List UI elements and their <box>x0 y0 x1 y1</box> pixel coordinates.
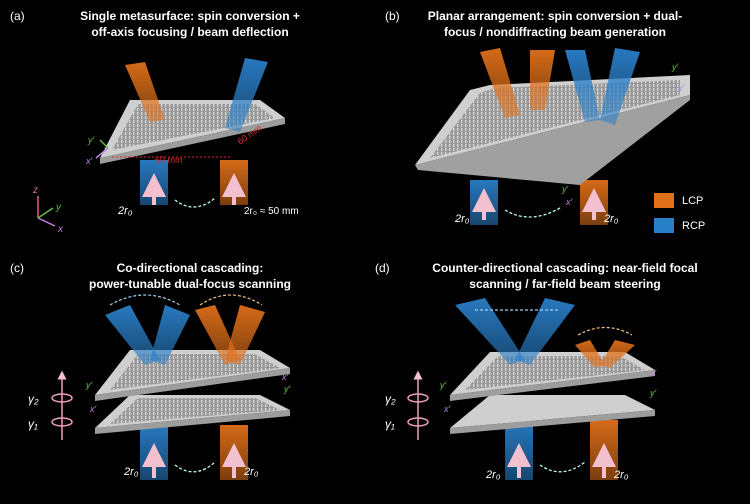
panel-title: Planar arrangement: spin conversion + du… <box>428 9 682 23</box>
svg-text:x: x <box>57 224 64 235</box>
panel-d: (d) Counter-directional cascading: near-… <box>375 261 698 481</box>
metasurface-edge <box>415 95 690 185</box>
prime-y-label-2: y′ <box>561 184 569 194</box>
spin-conversion-arrow <box>504 207 561 218</box>
beam-radius-label-2: 2r₀ <box>603 213 619 225</box>
output-beam-lcp-1 <box>480 48 520 118</box>
panel-label: (a) <box>10 9 25 23</box>
panel-subtitle: power-tunable dual-focus scanning <box>89 277 291 291</box>
gamma1-label: γ₁ <box>28 417 38 431</box>
output-beam-rcp-2 <box>600 48 640 125</box>
local-axis-y <box>99 139 109 149</box>
legend-label-rcp: RCP <box>682 220 705 232</box>
prime-y-label: y′ <box>439 380 447 390</box>
prime-y-label: y′ <box>87 135 95 145</box>
prime-x-label-2: x′ <box>281 372 289 382</box>
rotation-arrow-upper <box>407 393 429 403</box>
panel-label: (d) <box>375 261 390 275</box>
panel-title: Counter-directional cascading: near-fiel… <box>432 261 697 275</box>
output-beam-rcp-1 <box>105 305 160 365</box>
output-beam-rcp-2 <box>150 305 190 365</box>
panel-subtitle: off-axis focusing / beam deflection <box>91 25 288 39</box>
panel-title: Co-directional cascading: <box>117 261 264 275</box>
panel-label: (b) <box>385 9 400 23</box>
prime-x-label: x′ <box>443 404 451 414</box>
panel-b: (b) Planar arrangement: spin conversion … <box>385 9 690 225</box>
output-beam-rcp-1 <box>565 50 600 122</box>
metasurface-plate-lower <box>450 395 655 428</box>
prime-x-label: x′ <box>89 404 97 414</box>
scan-arrow-lcp <box>577 326 633 336</box>
output-beam-lcp <box>125 62 165 122</box>
prime-y-label-2: y′ <box>283 384 291 394</box>
legend-label-lcp: LCP <box>682 195 703 207</box>
legend: LCP RCP <box>654 193 705 233</box>
rotation-arrow-lower <box>407 417 429 427</box>
svg-text:z: z <box>32 185 38 196</box>
beam-radius-label: 2r₀ <box>123 466 139 478</box>
rotation-arrow-upper <box>51 393 73 403</box>
output-beam-lcp-2 <box>225 305 265 365</box>
prime-x-label-2: x′ <box>565 197 573 207</box>
beam-radius-label: 2r₀ <box>485 469 501 481</box>
dimension-x: 60 mm <box>155 155 183 165</box>
output-beam-rcp-2 <box>515 298 575 365</box>
prime-y-label-2: y′ <box>649 388 657 398</box>
panel-c: (c) Co-directional cascading: power-tuna… <box>10 261 291 480</box>
prime-x-label: x′ <box>677 83 685 93</box>
gamma2-label: γ₂ <box>28 392 39 406</box>
output-beam-lcp-2 <box>600 340 635 368</box>
panel-a: (a) Single metasurface: spin conversion … <box>10 9 300 235</box>
beam-size-label: 2r₀ ≈ 50 mm <box>244 206 299 217</box>
output-beam-lcp-1 <box>575 340 605 368</box>
legend-swatch-lcp <box>654 193 674 208</box>
svg-text:y: y <box>55 202 62 213</box>
output-beam-rcp <box>225 58 268 132</box>
beam-radius-label-2: 2r₀ <box>243 466 259 478</box>
prime-x-label: x′ <box>85 156 93 166</box>
output-beam-rcp-1 <box>455 298 525 365</box>
spin-conversion-arrow <box>174 461 216 473</box>
spin-conversion-arrow <box>174 197 216 208</box>
beam-radius-label-2: 2r₀ <box>613 469 629 481</box>
panel-subtitle: focus / nondiffracting beam generation <box>444 25 666 39</box>
beam-radius-label: 2r₀ <box>117 205 133 217</box>
legend-swatch-rcp <box>654 218 674 233</box>
prime-x-label-2: x′ <box>649 368 657 378</box>
global-axes: z x y <box>32 185 64 235</box>
rotation-arrow-lower <box>51 417 73 427</box>
gamma2-label: γ₂ <box>385 392 396 406</box>
panel-title: Single metasurface: spin conversion + <box>80 9 300 23</box>
spin-conversion-arrow <box>539 461 586 473</box>
prime-y-label: y′ <box>85 380 93 390</box>
prime-y-label: y′ <box>671 62 679 72</box>
gamma1-label: γ₁ <box>385 417 395 431</box>
output-beam-lcp-2 <box>530 50 555 110</box>
scan-arrow-rcp <box>109 294 181 306</box>
beam-radius-label: 2r₀ <box>454 213 470 225</box>
local-axis-x <box>95 147 109 159</box>
panel-subtitle: scanning / far-field beam steering <box>469 277 660 291</box>
panel-label: (c) <box>10 261 24 275</box>
scan-arrow-lcp <box>199 294 263 306</box>
